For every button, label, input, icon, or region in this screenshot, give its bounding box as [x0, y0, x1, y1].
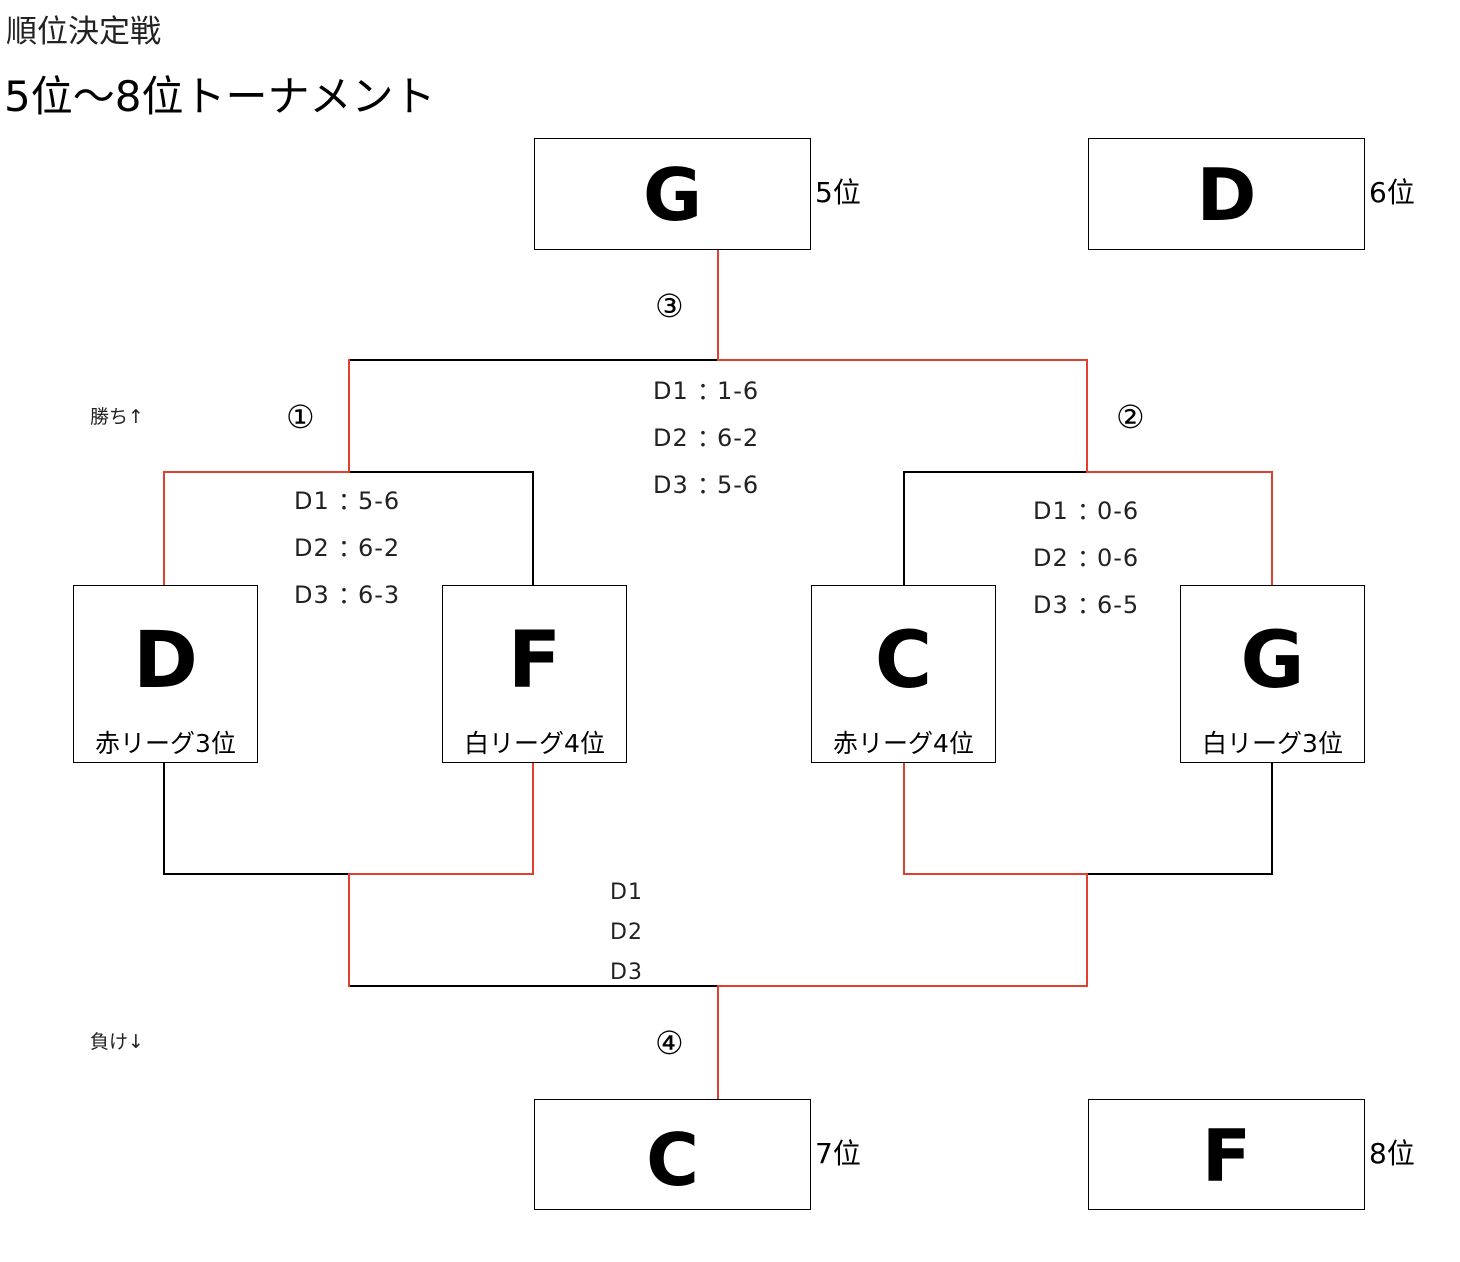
game-label: D3	[1033, 591, 1069, 619]
team-label: 赤リーグ3位	[95, 729, 236, 758]
game-score: 6-5	[1097, 591, 1140, 619]
match1-scores: D1：5-6 D2：6-2 D3：6-3	[294, 486, 400, 627]
fifth-place-rank: 5位	[815, 176, 861, 209]
game-label: D2	[294, 534, 330, 562]
sixth-place-rank: 6位	[1369, 176, 1415, 209]
l2-line-red	[903, 762, 1088, 875]
team-label: 白リーグ3位	[1202, 729, 1343, 758]
seventh-place-box: C	[534, 1099, 811, 1210]
game-score: 0-6	[1097, 544, 1140, 572]
l2-line-black	[1086, 762, 1273, 875]
game-label: D3	[653, 471, 689, 499]
match-number-3: ③	[655, 287, 684, 325]
eighth-place-rank: 8位	[1369, 1137, 1415, 1170]
match2-scores: D1：0-6 D2：0-6 D3：6-5	[1033, 496, 1139, 637]
game-label: D3	[610, 960, 643, 985]
match-number-4: ④	[655, 1024, 684, 1062]
game-score: 1-6	[717, 377, 760, 405]
m1-line-winner	[163, 471, 350, 586]
sixth-place-box: D	[1088, 138, 1365, 250]
eighth-place-team: F	[1201, 1114, 1252, 1198]
team-label: 白リーグ4位	[464, 729, 605, 758]
team-box-c: C 赤リーグ4位	[811, 585, 996, 763]
score-row: D1 ：0-6	[1033, 496, 1139, 543]
legend-lose: 負け↓	[90, 1031, 144, 1053]
team-box-d: D 赤リーグ3位	[73, 585, 258, 763]
page-title: 5位〜8位トーナメント	[4, 72, 436, 121]
team-letter: F	[507, 616, 562, 706]
score-sep: ：	[697, 424, 722, 452]
score-row: D2 ：6-2	[294, 533, 400, 580]
score-row: D2	[610, 918, 643, 958]
team-box-g: G 白リーグ3位	[1180, 585, 1365, 763]
match-number-1: ①	[286, 398, 315, 436]
score-row: D3	[610, 958, 643, 998]
game-label: D1	[610, 880, 643, 905]
game-label: D3	[294, 581, 330, 609]
m1-line-loser	[348, 471, 534, 586]
subtitle: 順位決定戦	[6, 14, 161, 50]
seventh-place-rank: 7位	[815, 1137, 861, 1170]
game-label: D2	[1033, 544, 1069, 572]
score-row: D3 ：6-3	[294, 580, 400, 627]
score-sep: ：	[697, 471, 722, 499]
team-letter: C	[874, 616, 933, 706]
score-sep: ：	[1077, 544, 1102, 572]
score-row: D1	[610, 878, 643, 918]
game-label: D1	[653, 377, 689, 405]
game-label: D1	[294, 487, 330, 515]
match-number-2: ②	[1116, 398, 1145, 436]
m2-line-loser	[903, 471, 1088, 586]
game-score: 5-6	[358, 487, 401, 515]
score-sep: ：	[1077, 591, 1102, 619]
game-label: D2	[653, 424, 689, 452]
score-sep: ：	[338, 581, 363, 609]
m3-line-winner2	[717, 359, 1088, 473]
sixth-place-team: D	[1196, 153, 1257, 237]
score-sep: ：	[697, 377, 722, 405]
team-letter: D	[133, 616, 198, 706]
score-row: D2 ：6-2	[653, 423, 759, 470]
fifth-place-box: G	[534, 138, 811, 250]
game-label: D2	[610, 920, 643, 945]
m4-line-red2	[717, 873, 1088, 987]
team-letter: G	[1240, 616, 1305, 706]
team-label: 赤リーグ4位	[833, 729, 974, 758]
game-score: 0-6	[1097, 497, 1140, 525]
score-row: D1 ：5-6	[294, 486, 400, 533]
legend-win: 勝ち↑	[90, 406, 144, 428]
score-sep: ：	[1077, 497, 1102, 525]
team-box-f: F 白リーグ4位	[442, 585, 627, 763]
game-label: D1	[1033, 497, 1069, 525]
game-score: 5-6	[717, 471, 760, 499]
game-score: 6-2	[358, 534, 401, 562]
eighth-place-box: F	[1088, 1099, 1365, 1210]
score-row: D1 ：1-6	[653, 376, 759, 423]
l1-line-red	[348, 762, 534, 875]
match4-scores: D1 D2 D3	[610, 878, 643, 998]
score-row: D3 ：5-6	[653, 470, 759, 517]
match3-scores: D1：1-6 D2：6-2 D3：5-6	[653, 376, 759, 517]
seventh-place-team: C	[646, 1118, 699, 1202]
score-sep: ：	[338, 487, 363, 515]
game-score: 6-3	[358, 581, 401, 609]
l1-line-black	[163, 762, 350, 875]
score-sep: ：	[338, 534, 363, 562]
score-row: D3 ：6-5	[1033, 590, 1139, 637]
m2-line-winner	[1086, 471, 1273, 586]
game-score: 6-2	[717, 424, 760, 452]
fifth-place-team: G	[642, 153, 703, 237]
score-row: D2 ：0-6	[1033, 543, 1139, 590]
